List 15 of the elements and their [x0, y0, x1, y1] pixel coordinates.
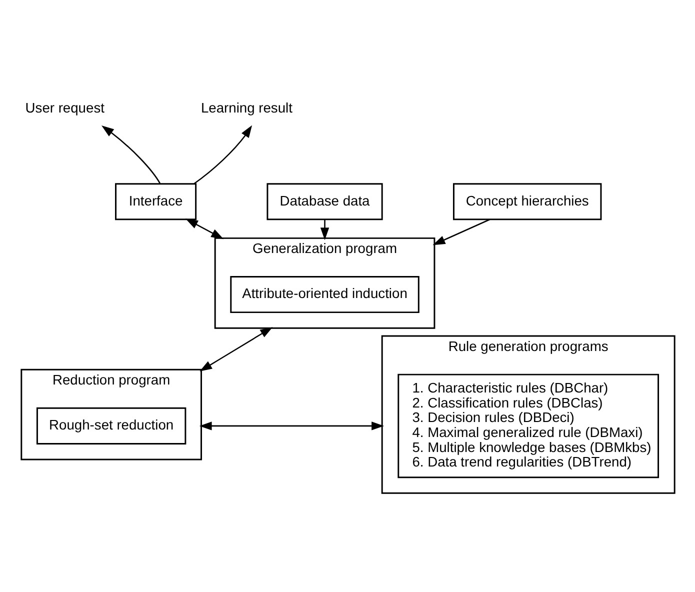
node-box: Concept hierarchies	[453, 183, 602, 220]
node-box: Database data	[266, 183, 383, 220]
arrow	[320, 220, 330, 240]
node-text: User request	[25, 99, 104, 116]
arrow	[185, 218, 224, 240]
node-box: Rough-set reduction	[36, 407, 186, 444]
arrow	[432, 218, 490, 246]
arrow	[102, 125, 161, 184]
node-box: 1. Characteristic rules (DBChar) 2. Classification rules (DBClas) 3. Decision rules (DBDeci) 4. Maximal generalized rule (DBMaxi) 5. Multiple knowledge bases (DBMkbs) 6. Data trend regularities (DBTrend)	[398, 374, 660, 478]
arrow	[199, 422, 384, 430]
node-box: Attribute-oriented induction	[230, 276, 420, 314]
arrow	[194, 125, 252, 184]
node-text: Learning result	[200, 99, 292, 116]
node-box: Interface	[115, 183, 197, 220]
arrow	[200, 327, 273, 372]
